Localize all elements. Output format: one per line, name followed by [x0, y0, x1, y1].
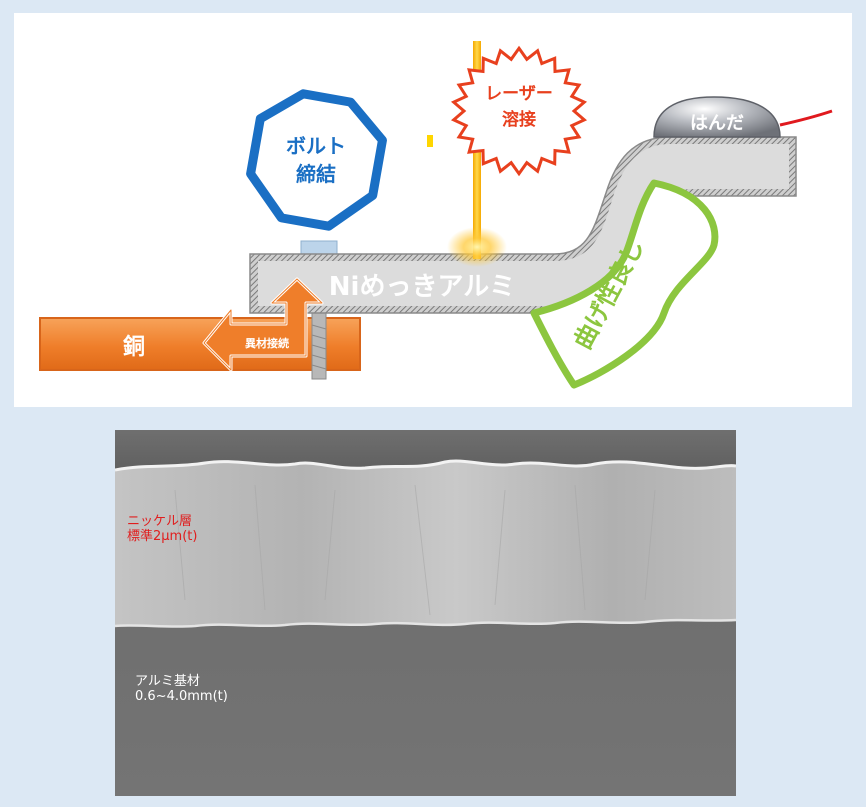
dissimilar-label: 異材接続: [245, 336, 289, 350]
nickel-top-edge: [115, 459, 736, 472]
micrograph-image: [115, 430, 736, 796]
copper-label: 銅: [123, 334, 145, 360]
nickel-label-line1: ニッケル層: [127, 514, 193, 529]
cross-section-micrograph: ニッケル層 標準2μm(t) アルミ基材 0.6~4.0mm(t): [115, 430, 736, 796]
bolt-label-line1: ボルト: [286, 134, 346, 158]
laser-label-line1: レーザー: [485, 84, 553, 104]
solder-wire: [779, 109, 833, 127]
solder-dome: [653, 96, 781, 138]
alu-label-line1: アルミ基材: [135, 674, 200, 689]
laser-burst-icon: [450, 45, 588, 177]
grain-texture: [174, 484, 656, 616]
bolt-label-line2: 締結: [296, 162, 336, 186]
bolt-thread: [311, 324, 327, 370]
aluminium-base-label: アルミ基材 0.6~4.0mm(t): [135, 674, 228, 704]
plate-label: Niめっきアルミ: [329, 272, 515, 302]
laser-label-line2: 溶接: [502, 109, 536, 130]
solder-label: はんだ: [690, 113, 744, 134]
diagram-panel: ボルト 締結 レーザー 溶接 はんだ Niめっきアルミ 銅 異材接続 曲げ性良し: [14, 13, 852, 407]
bolt-head: [300, 240, 338, 256]
laser-weld-glow: [447, 227, 507, 267]
connection-diagram: ボルト 締結 レーザー 溶接 はんだ Niめっきアルミ 銅 異材接続 曲げ性良し: [39, 41, 833, 389]
bolt-octagon-icon: [246, 89, 387, 231]
bend-banner: [530, 179, 719, 389]
nickel-bottom-edge: [115, 618, 736, 628]
alu-label-line2: 0.6~4.0mm(t): [135, 689, 228, 704]
nickel-layer-label: ニッケル層 標準2μm(t): [127, 514, 197, 544]
laser-spark: [427, 135, 433, 147]
nickel-label-line2: 標準2μm(t): [127, 529, 198, 544]
nickel-layer-band: [115, 461, 736, 627]
